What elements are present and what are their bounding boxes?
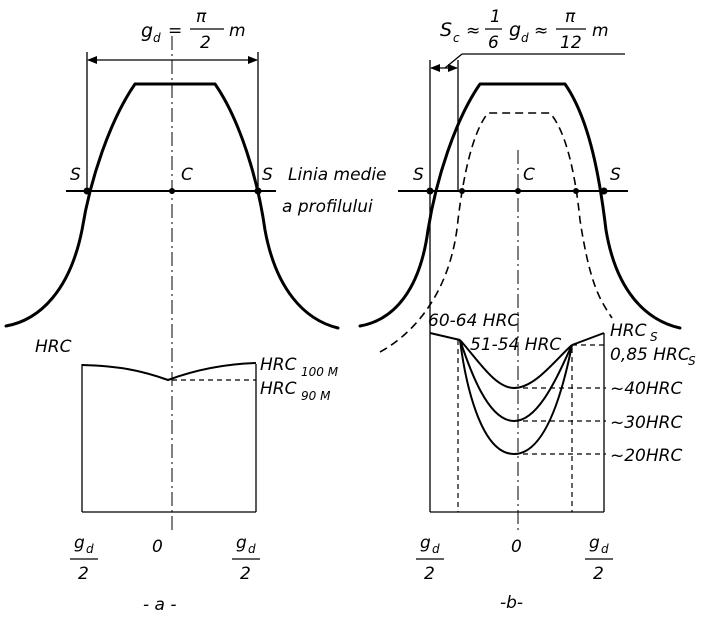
frac1-num-b: 1: [490, 7, 501, 27]
gd-subscript-b: d: [521, 31, 529, 45]
axis-left-sub-a: d: [86, 542, 94, 556]
case-depth-profile-b: [379, 112, 613, 353]
hardness-curve-20-b: [459, 339, 573, 456]
axis-left-num-a: g: [74, 533, 85, 553]
axis-right-den-b: 2: [593, 564, 604, 584]
point-s-right-b: [600, 187, 608, 195]
axis-right-num-b: g: [589, 533, 600, 553]
point-case-left-b: [459, 188, 465, 194]
label-hrc100: HRC: [260, 355, 297, 375]
axis-zero-a: 0: [152, 537, 163, 557]
label-c-b: C: [523, 165, 535, 185]
axis-right-sub-b: d: [601, 542, 609, 556]
axis-left-den-b: 2: [424, 564, 435, 584]
sc-subscript-b: c: [453, 31, 460, 45]
axis-right-num-a: g: [236, 533, 247, 553]
sc-symbol-b: S: [440, 19, 452, 41]
label-hrc-a: HRC: [35, 337, 72, 357]
caption-a: - a -: [143, 595, 177, 615]
point-s-left-b: [426, 187, 434, 195]
label-hrc90-sub: 90 M: [301, 389, 331, 403]
label-51-54-hrc: 51-54 HRC: [470, 335, 561, 355]
label-hrc90: HRC: [260, 379, 297, 399]
panel-a: g d = π 2 m S C S HRC HRC 100 M HRC 90 M…: [4, 7, 340, 615]
axis-zero-b: 0: [511, 537, 522, 557]
label-30-hrc: ~30HRC: [610, 413, 682, 433]
axis-left-num-b: g: [420, 533, 431, 553]
gd-equals-a: =: [168, 21, 182, 41]
label-s-left-a: S: [70, 165, 81, 185]
label-a-profilului: a profilului: [282, 197, 373, 217]
gd-symbol-a: g: [141, 20, 153, 42]
axis-left-sub-b: d: [432, 542, 440, 556]
label-s-left-b: S: [413, 165, 424, 185]
gd-frac-num-a: π: [196, 7, 207, 27]
gd-m-a: m: [229, 21, 246, 41]
panel-b: S c ≈ 1 6 g d ≈ π 12 m S C S Linia medie…: [282, 7, 696, 613]
gd-frac-den-a: 2: [200, 33, 211, 53]
tooth-profile-a: [4, 82, 340, 330]
frac1-den-b: 6: [488, 33, 499, 53]
m-b: m: [592, 21, 609, 41]
label-linia-medie: Linia medie: [288, 165, 387, 185]
label-hrc100-sub: 100 M: [301, 365, 339, 379]
label-hrcs: HRC: [610, 321, 647, 341]
label-085-hrcs: 0,85 HRC: [610, 345, 690, 365]
approx1-b: ≈: [466, 21, 480, 41]
label-hrcs-sub: S: [650, 330, 658, 344]
label-40-hrc: ~40HRC: [610, 379, 682, 399]
tooth-profile-b: [358, 82, 682, 330]
point-s-right-a: [254, 187, 262, 195]
point-s-left-a: [83, 187, 91, 195]
frac2-num-b: π: [565, 7, 576, 27]
axis-left-den-a: 2: [78, 564, 89, 584]
label-c-a: C: [181, 165, 193, 185]
point-c-a: [169, 188, 175, 194]
hardness-surface-right-b: [571, 332, 605, 346]
point-c-b: [515, 188, 521, 194]
approx2-b: ≈: [534, 21, 548, 41]
gd-symbol-b: g: [509, 19, 521, 41]
axis-right-sub-a: d: [248, 542, 256, 556]
label-60-64-hrc: 60-64 HRC: [428, 311, 519, 331]
hardness-surface-left-b: [429, 332, 461, 341]
frac2-den-b: 12: [560, 33, 582, 53]
label-085-hrcs-sub: S: [688, 354, 696, 368]
point-case-right-b: [573, 188, 579, 194]
label-20-hrc: ~20HRC: [610, 446, 682, 466]
hardness-curve-a: [81, 362, 257, 382]
label-s-right-b: S: [610, 165, 621, 185]
label-s-right-a: S: [262, 165, 273, 185]
sc-leader-b: [444, 53, 463, 69]
gd-subscript-a: d: [153, 31, 161, 45]
caption-b: -b-: [500, 593, 523, 613]
axis-right-den-a: 2: [240, 564, 251, 584]
